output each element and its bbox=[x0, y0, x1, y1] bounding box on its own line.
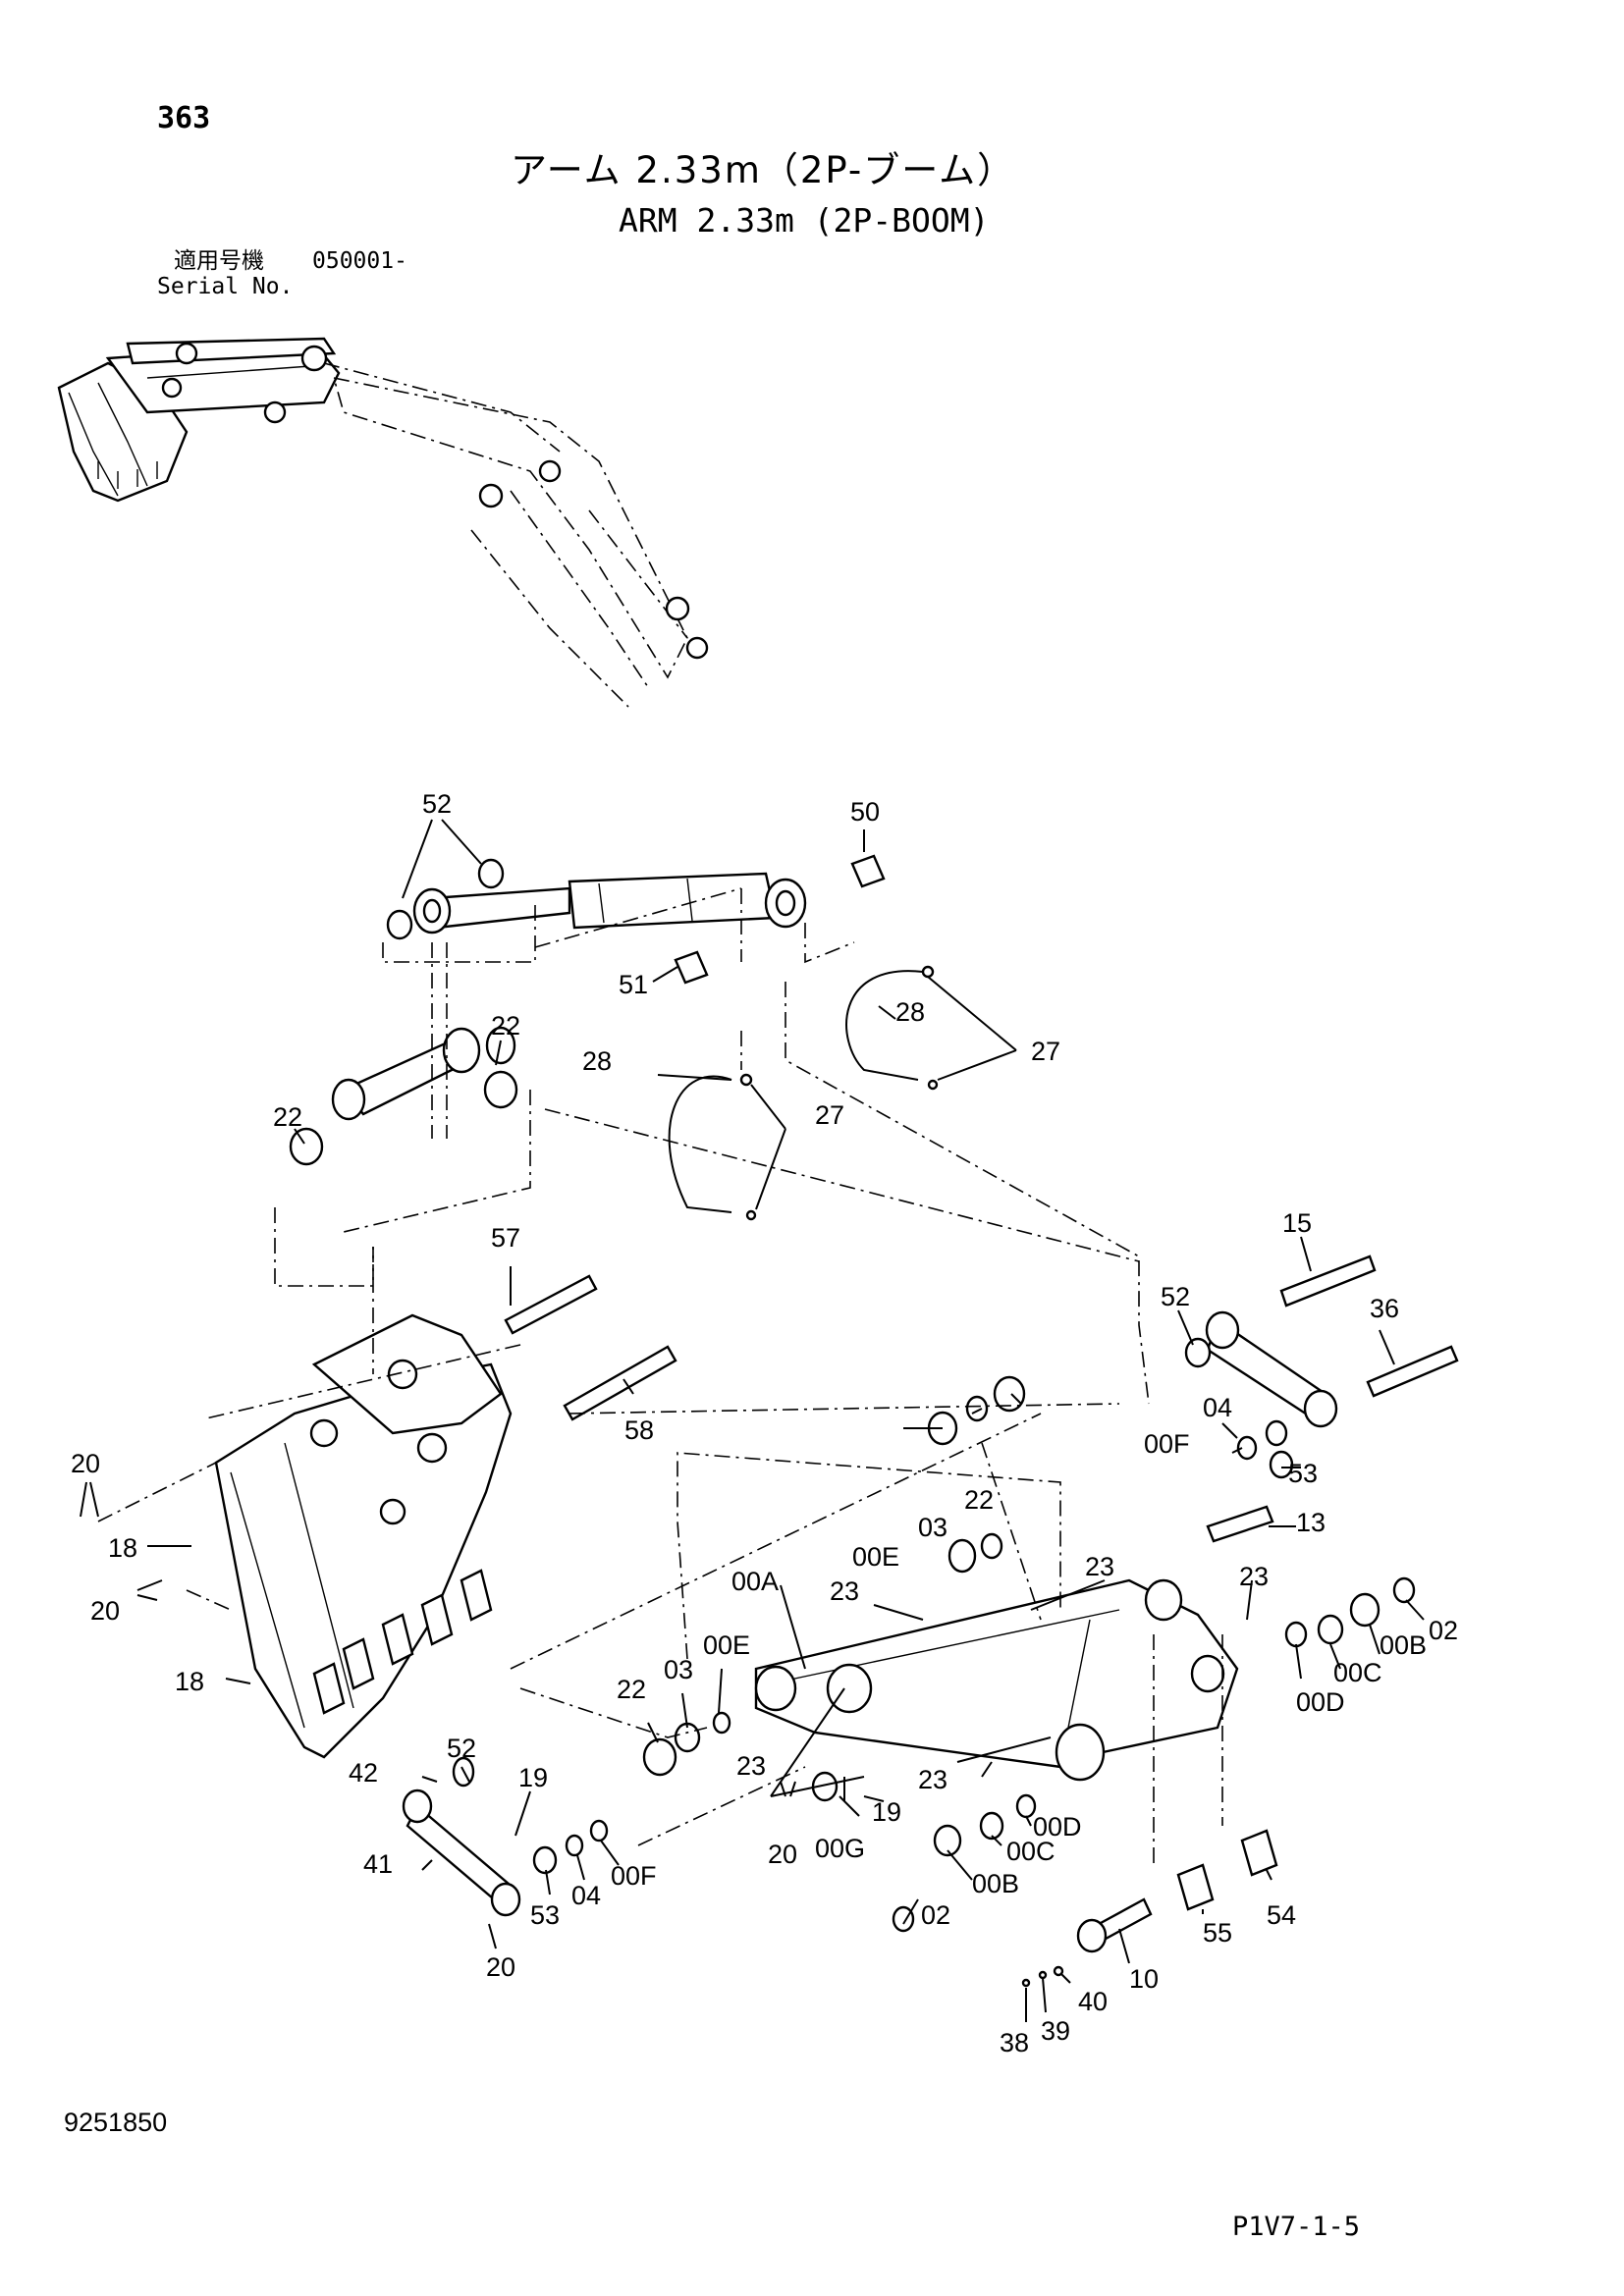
callout-20: 20 bbox=[90, 1596, 120, 1626]
callout-38: 38 bbox=[1000, 2028, 1029, 2057]
callout-18: 18 bbox=[175, 1667, 204, 1696]
callout-18: 18 bbox=[108, 1533, 137, 1563]
callout-00G: 00G bbox=[815, 1834, 865, 1863]
callout-28: 28 bbox=[895, 997, 925, 1027]
callout-23: 23 bbox=[736, 1751, 766, 1781]
callout-20: 20 bbox=[71, 1449, 100, 1478]
lower-link bbox=[402, 1375, 1026, 1917]
callout-27: 27 bbox=[815, 1100, 844, 1130]
callout-22: 22 bbox=[617, 1675, 646, 1704]
callout-22: 22 bbox=[964, 1485, 994, 1515]
callout-52: 52 bbox=[447, 1734, 476, 1763]
side-link bbox=[1184, 1310, 1338, 1479]
callout-57: 57 bbox=[491, 1223, 520, 1253]
callout-02: 02 bbox=[921, 1900, 950, 1930]
bushings-right bbox=[892, 1576, 1416, 1933]
callout-13: 13 bbox=[1296, 1508, 1326, 1537]
callout-23: 23 bbox=[830, 1576, 859, 1606]
callout-52: 52 bbox=[422, 789, 452, 819]
callout-23: 23 bbox=[1085, 1552, 1114, 1581]
excavator-front-overview bbox=[57, 337, 709, 708]
bucket-main bbox=[214, 1313, 513, 1759]
callout-54: 54 bbox=[1267, 1900, 1296, 1930]
document-number: 9251850 bbox=[64, 2108, 168, 2137]
page-code: P1V7-1-5 bbox=[1232, 2212, 1361, 2242]
callout-20: 20 bbox=[486, 1952, 515, 1982]
hydraulic-hoses bbox=[668, 965, 939, 1221]
callout-00D: 00D bbox=[1033, 1812, 1082, 1842]
arm-body bbox=[754, 1532, 1239, 1782]
callout-03: 03 bbox=[664, 1655, 693, 1684]
callout-27: 27 bbox=[1031, 1037, 1060, 1066]
callout-22: 22 bbox=[491, 1011, 520, 1041]
callout-10: 10 bbox=[1129, 1964, 1159, 1994]
callout-04: 04 bbox=[1203, 1393, 1232, 1422]
construction-lines bbox=[97, 887, 1223, 1865]
callout-19: 19 bbox=[872, 1797, 901, 1827]
callout-51: 51 bbox=[619, 970, 648, 999]
callout-53: 53 bbox=[530, 1900, 560, 1930]
arm-cylinder-assembly bbox=[386, 854, 886, 985]
callout-15: 15 bbox=[1282, 1208, 1312, 1238]
callout-20: 20 bbox=[768, 1840, 797, 1869]
callout-00C: 00C bbox=[1333, 1658, 1382, 1687]
callout-00A: 00A bbox=[731, 1567, 779, 1596]
callout-52: 52 bbox=[1161, 1282, 1190, 1311]
callout-00F: 00F bbox=[1144, 1429, 1190, 1459]
callout-00B: 00B bbox=[972, 1869, 1019, 1898]
callout-04: 04 bbox=[571, 1881, 601, 1910]
title-japanese: アーム 2.33m（2P-ブーム） bbox=[511, 149, 1016, 191]
callout-00C: 00C bbox=[1006, 1837, 1056, 1866]
callout-40: 40 bbox=[1078, 1987, 1108, 2016]
callout-22: 22 bbox=[273, 1102, 302, 1132]
callout-19: 19 bbox=[518, 1763, 548, 1792]
callout-00F: 00F bbox=[611, 1861, 657, 1891]
callout-03: 03 bbox=[918, 1513, 947, 1542]
callout-00D: 00D bbox=[1296, 1687, 1345, 1717]
callout-labels: 52 50 51 28 27 22 28 27 22 57 15 52 36 5… bbox=[71, 789, 1458, 2057]
serial-number-value: 050001- bbox=[312, 248, 407, 274]
callout-02: 02 bbox=[1429, 1616, 1458, 1645]
callout-23: 23 bbox=[918, 1765, 947, 1794]
serial-label-english: Serial No. bbox=[157, 274, 294, 299]
callout-50: 50 bbox=[850, 797, 880, 827]
serial-label-japanese: 適用号機 bbox=[174, 248, 264, 274]
arm-link bbox=[289, 1026, 518, 1166]
callout-23: 23 bbox=[1239, 1562, 1269, 1591]
callout-36: 36 bbox=[1370, 1294, 1399, 1323]
callout-42: 42 bbox=[349, 1758, 378, 1788]
pins bbox=[504, 1255, 1459, 1543]
callout-55: 55 bbox=[1203, 1918, 1232, 1948]
title-english: ARM 2.33m (2P-BOOM) bbox=[619, 201, 990, 240]
callout-00B: 00B bbox=[1380, 1630, 1427, 1660]
leader-lines bbox=[80, 819, 1425, 2022]
page-number: 363 bbox=[157, 101, 211, 135]
callout-58: 58 bbox=[624, 1415, 654, 1445]
callout-00E: 00E bbox=[703, 1630, 750, 1660]
callout-39: 39 bbox=[1041, 2016, 1070, 2046]
callout-28: 28 bbox=[582, 1046, 612, 1076]
bottom-pin-assembly bbox=[1021, 1829, 1278, 1988]
callout-41: 41 bbox=[363, 1849, 393, 1879]
callout-53: 53 bbox=[1288, 1459, 1318, 1488]
callout-00E: 00E bbox=[852, 1542, 899, 1572]
